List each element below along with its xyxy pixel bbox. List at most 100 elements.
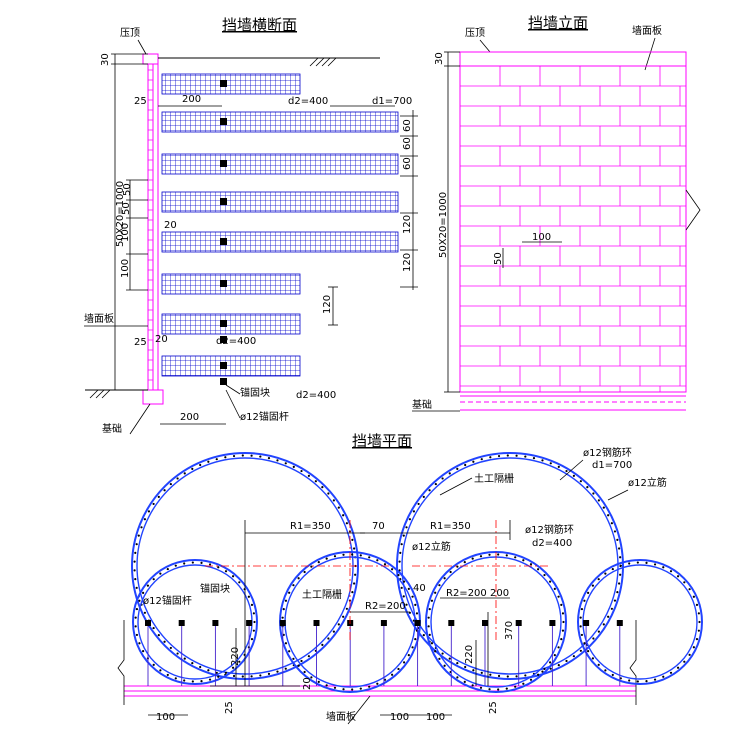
vertical-bar (259, 674, 262, 677)
anchor-block (220, 336, 227, 343)
vertical-bar (497, 688, 500, 691)
vertical-bar (342, 688, 345, 691)
anchor-block (145, 620, 151, 626)
vertical-bar (448, 472, 451, 475)
vertical-bar (610, 522, 613, 525)
vertical-bar (138, 642, 141, 645)
plan-d2-label: d2=400 (532, 538, 572, 549)
vertical-bar (327, 492, 330, 495)
anchor-block (380, 620, 387, 626)
vertical-bar (489, 456, 492, 459)
vertical-bar (536, 568, 540, 571)
vertical-bar (549, 667, 552, 670)
plan-geogrid-2: 土工隔栅 (302, 588, 342, 601)
geogrid-mesh (161, 231, 399, 253)
vertical-bar (636, 680, 639, 683)
vertical-bar (549, 462, 552, 465)
vertical-bar (415, 612, 419, 615)
vertical-bar (456, 662, 459, 665)
section-top-label: 压顶 (120, 27, 140, 39)
vertical-bar (607, 615, 610, 618)
plan-dim-100a: 100 (156, 712, 175, 723)
vertical-bar (514, 685, 517, 688)
vertical-bar (583, 642, 586, 645)
vertical-bar (572, 655, 575, 658)
vertical-bar (166, 567, 169, 571)
dim-120a: 120 (402, 215, 413, 234)
wall-outline (459, 65, 687, 393)
geogrid-mesh (161, 111, 399, 133)
vertical-bar (653, 563, 657, 566)
section-wall-panel-label: 墙面板 (84, 312, 114, 325)
vertical-bar (284, 642, 288, 645)
vertical-bar (138, 599, 141, 602)
vertical-bar (456, 467, 459, 470)
vertical-bar (587, 591, 590, 594)
vertical-bar (134, 625, 137, 628)
vertical-bar (207, 460, 210, 463)
vertical-bar (250, 675, 253, 678)
vertical-bar (427, 616, 430, 619)
vertical-bar (383, 678, 387, 681)
geogrid-layer (161, 273, 301, 295)
vertical-bar (610, 607, 613, 610)
elevation-dims (444, 51, 562, 393)
vertical-bar (607, 514, 610, 517)
vertical-bar (159, 669, 162, 672)
vertical-bar (376, 559, 379, 562)
vertical-bar (565, 469, 568, 473)
vertical-bar (297, 577, 300, 580)
geogrid-layer (161, 111, 399, 133)
vertical-bar (310, 565, 313, 568)
vertical-bar (611, 673, 614, 677)
dim-60c: 60 (402, 157, 413, 170)
ring-outer (132, 559, 258, 685)
vertical-bar (224, 570, 228, 573)
vertical-bar (332, 499, 335, 502)
vertical-bar (351, 553, 354, 556)
vertical-bar (676, 666, 680, 669)
vertical-bar (557, 664, 560, 667)
plan-dim-25a: 25 (224, 701, 235, 714)
anchor-block (583, 620, 590, 626)
vertical-bar (137, 534, 140, 537)
vertical-bar (292, 584, 295, 587)
vertical-bar (284, 667, 287, 670)
plan-dim-40: 40 (413, 583, 426, 594)
section-geogrid-layers (161, 73, 399, 385)
vertical-bar (676, 575, 680, 578)
plan-dim-370: 220 (464, 645, 475, 664)
vertical-bar (152, 502, 155, 506)
plan-dim-20: 20 (302, 677, 313, 690)
plan-dim-200: 200 (490, 588, 509, 599)
d1-top: d1=700 (372, 96, 412, 107)
vertical-bar (143, 518, 147, 521)
vertical-bar (199, 665, 202, 669)
anchor-block-label: 锚固块 (240, 387, 270, 399)
vertical-bar (472, 669, 475, 672)
vertical-bar (310, 676, 313, 679)
vertical-bar (557, 595, 560, 598)
vertical-bar (683, 660, 686, 663)
anchor-block (220, 320, 227, 327)
vertical-bar (325, 557, 328, 560)
vertical-bar (587, 650, 590, 653)
vertical-bar (497, 674, 501, 678)
vertical-bar (383, 563, 387, 566)
vertical-bar (183, 472, 186, 475)
vertical-bar (140, 526, 143, 529)
anchor-block (414, 620, 421, 626)
vertical-bar (215, 458, 218, 461)
vertical-bar (411, 646, 414, 649)
vertical-bar (238, 581, 241, 584)
geogrid-layer (161, 355, 301, 377)
vertical-bar (697, 612, 700, 615)
anchor-block (246, 620, 253, 626)
vertical-bar (142, 650, 145, 653)
vertical-bar (217, 566, 220, 569)
vertical-bar (152, 663, 155, 666)
dim-200-bottom: 200 (180, 412, 199, 423)
dim-25-bottom: 25 (134, 337, 147, 348)
vertical-bar (613, 530, 617, 533)
